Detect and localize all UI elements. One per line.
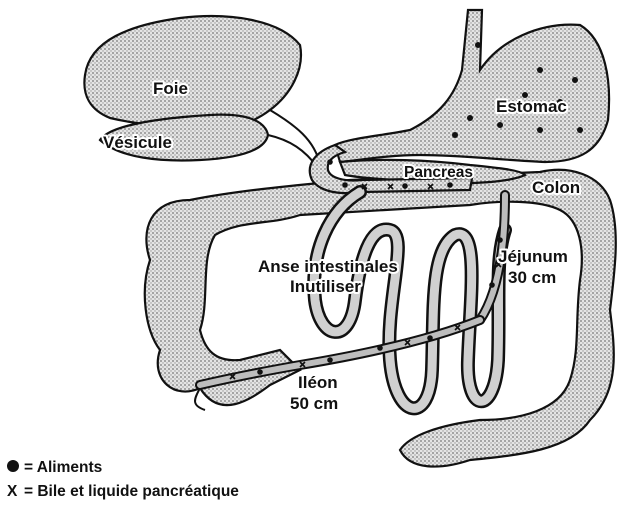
legend: = Aliments X = Bile et liquide pancréati… — [7, 459, 239, 500]
food-dot — [257, 369, 263, 375]
food-dot — [489, 282, 495, 288]
unused-loops-label-line2: Inutiliser — [290, 277, 361, 296]
colon-label: Colon — [532, 178, 580, 197]
stomach-shape — [335, 10, 609, 162]
food-dot — [577, 127, 583, 133]
ileum-label-line1: Iléon — [298, 373, 338, 392]
jejunum-label-line1: Jéjunum — [498, 247, 568, 266]
ileum-label-line2: 50 cm — [290, 394, 338, 413]
food-dot — [327, 357, 333, 363]
food-dot — [475, 42, 481, 48]
food-dot — [497, 122, 503, 128]
unused-loops-label-line1: Anse intestinales — [258, 257, 398, 276]
food-dot — [447, 182, 453, 188]
jejunum-label-line2: 30 cm — [508, 268, 556, 287]
food-dot — [402, 183, 408, 189]
food-dot — [467, 115, 473, 121]
food-dot — [452, 132, 458, 138]
food-dot — [497, 237, 503, 243]
legend-food-dot-icon — [7, 460, 19, 472]
legend-bile-text: = Bile et liquide pancréatique — [24, 483, 239, 500]
liver-shape — [84, 16, 301, 128]
food-dot — [342, 182, 348, 188]
legend-food-text: = Aliments — [24, 459, 102, 476]
food-dot — [537, 67, 543, 73]
legend-bile-symbol: X — [7, 483, 18, 500]
colon-shape — [145, 170, 616, 467]
food-dot — [537, 127, 543, 133]
stomach-label: Estomac — [496, 97, 567, 116]
food-dot — [572, 77, 578, 83]
food-dot — [427, 335, 433, 341]
unused-loops — [314, 192, 505, 408]
liver-label: Foie — [153, 79, 188, 98]
food-dot — [327, 159, 333, 165]
pancreas-label: Pancreas — [404, 164, 473, 181]
food-dot — [377, 345, 383, 351]
gallbladder-label: Vésicule — [103, 133, 172, 152]
